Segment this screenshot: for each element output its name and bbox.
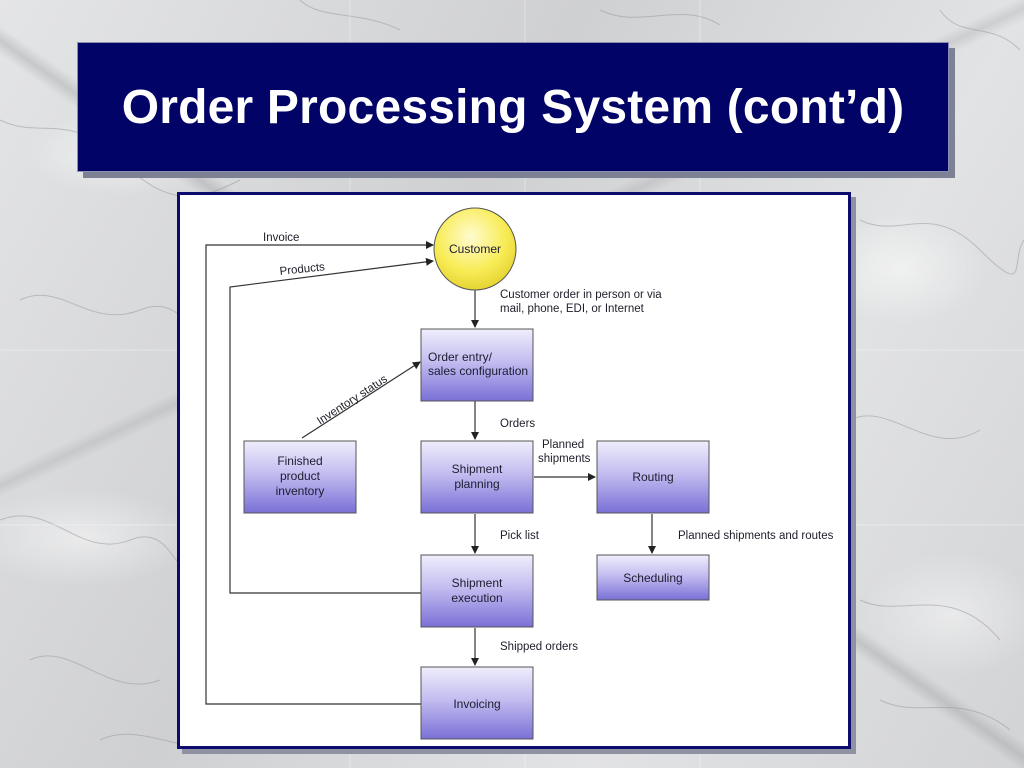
customer-order-label-2: mail, phone, EDI, or Internet <box>500 303 645 315</box>
execution-label-2: execution <box>451 591 502 605</box>
diagram-canvas: Customer Order entry/ sales configuratio… <box>205 207 834 740</box>
order-processing-diagram: Customer Order entry/ sales configuratio… <box>177 192 851 749</box>
inventory-status-label: Inventory status <box>315 373 390 427</box>
shipment-planning-node: Shipment planning <box>420 440 534 514</box>
order-entry-label-1: Order entry/ <box>428 350 493 364</box>
invoice-connector <box>205 241 434 705</box>
scheduling-label: Scheduling <box>623 571 682 585</box>
customer-label: Customer <box>449 242 501 256</box>
products-connector <box>229 257 434 594</box>
scheduling-node: Scheduling <box>596 554 710 601</box>
planning-label-2: planning <box>454 477 499 491</box>
inventory-status-arrow <box>301 361 421 439</box>
inventory-label-1: Finished <box>277 454 322 468</box>
routing-label: Routing <box>632 470 673 484</box>
inventory-label-2: product <box>280 469 321 483</box>
pick-list-label: Pick list <box>500 530 540 542</box>
planned-shipments-routes-label: Planned shipments and routes <box>678 530 834 542</box>
title-banner: Order Processing System (cont’d) <box>77 42 949 172</box>
products-label: Products <box>279 261 326 278</box>
order-entry-label-2: sales configuration <box>428 364 528 378</box>
routing-node: Routing <box>596 440 710 514</box>
finished-inventory-node: Finished product inventory <box>243 440 357 514</box>
invoicing-label: Invoicing <box>453 697 500 711</box>
customer-order-label-1: Customer order in person or via <box>500 289 662 301</box>
invoicing-node: Invoicing <box>420 666 534 740</box>
planning-label-1: Shipment <box>452 462 503 476</box>
planned-shipments-label-1: Planned <box>542 439 584 451</box>
planned-shipments-label-2: shipments <box>538 453 591 465</box>
shipment-execution-node: Shipment execution <box>420 554 534 628</box>
inventory-label-3: inventory <box>276 484 325 498</box>
invoice-label: Invoice <box>263 232 299 244</box>
shipped-orders-label: Shipped orders <box>500 641 578 653</box>
customer-node: Customer <box>433 207 517 291</box>
orders-label: Orders <box>500 418 535 430</box>
order-entry-node: Order entry/ sales configuration <box>420 328 534 402</box>
slide-title: Order Processing System (cont’d) <box>121 80 905 134</box>
execution-label-1: Shipment <box>452 576 503 590</box>
